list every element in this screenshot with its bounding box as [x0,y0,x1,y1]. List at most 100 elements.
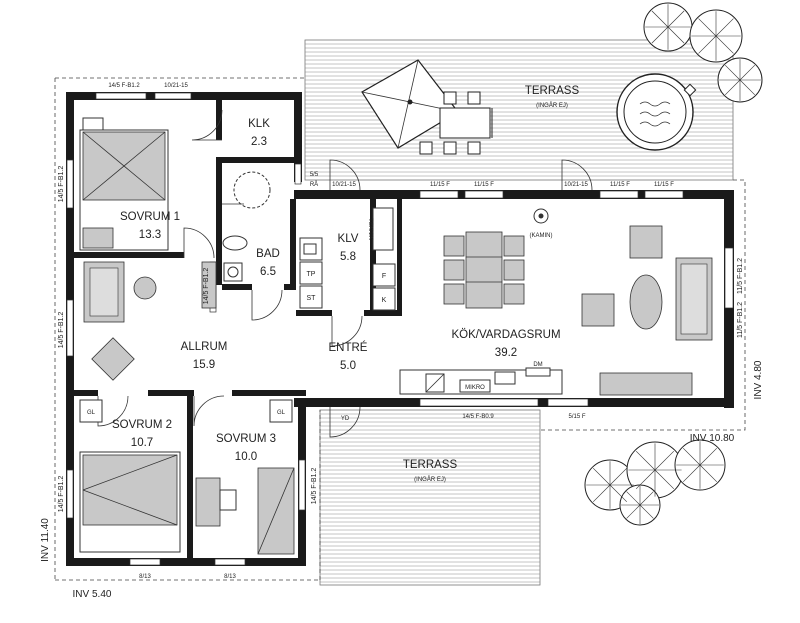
tree-spoke [715,18,734,37]
wl-mid-right: 14/5 F-B1.2 [203,268,210,305]
wl-55: 5/5 [310,172,319,178]
label-gl-sovrum3: GL [277,410,286,416]
room-entre-name: ENTRÉ [329,341,368,354]
room-entre-area: 5.0 [340,360,356,372]
wl-right1: 11/5 F-B1.2 [737,258,744,294]
tree-spoke [635,450,656,471]
label-dm: DM [533,362,542,368]
terrace-bottom-name: TERRASS [403,459,458,471]
room-sovrum1-name: SOVRUM 1 [120,211,180,223]
label-kamin: (KAMIN) [530,233,553,239]
tree-spoke [609,484,628,503]
room-sovrum3-area: 10.0 [235,451,257,463]
room-labels: KLK 2.3 SOVRUM 1 13.3 BAD 6.5 KLV 5.8 AL… [112,85,580,483]
tree-spoke [609,467,628,486]
room-bad-name: BAD [256,248,280,260]
wl-813a: 8/13 [139,574,151,580]
tree-spoke [626,504,641,519]
room-sovrum2-name: SOVRUM 2 [112,419,172,431]
label-tp: TP [307,271,316,278]
room-sovrum1-area: 13.3 [139,229,161,241]
dim-inv-1140: INV 11.40 [40,518,51,562]
label-teknik: TEKNIK [367,218,373,240]
room-klv-name: KLV [338,233,359,245]
label-mikro: MIKRO [465,385,485,391]
wl-terrace-door: 10/21-15 [564,182,588,188]
tree-spoke [739,65,755,81]
tree-spoke [639,491,654,506]
wl-right2: 11/5 F-B1.2 [737,302,744,338]
room-kok-name: KÖK/VARDAGSRUM [451,329,560,341]
outdoor-dining-table [419,91,493,155]
tree-spoke [682,447,701,466]
label-k: K [382,297,387,304]
bath-fixtures [222,171,323,309]
wl-left1: 14/5 F-B1.2 [58,166,65,203]
wl-sov3-right: 14/5 F-B1.2 [311,468,318,505]
tree-spoke [698,18,717,37]
wl-entry-top: 10/21-15 [332,182,356,188]
tree-spoke [725,65,741,81]
tree-spoke [651,26,669,44]
tree-spoke [698,35,717,54]
dimensions: INV 4.80 INV 10.80 INV 11.40 INV 5.40 [40,360,764,600]
hot-tub [616,73,697,151]
label-gl-sovrum2: GL [87,410,96,416]
wl-top2: 10/21-15 [164,83,188,89]
wl-bottom-kok: 14/5 F-B0.9 [462,414,494,420]
tree-spoke [715,35,734,54]
fireplace [533,208,549,224]
room-allrum-name: ALLRUM [181,341,228,353]
tree-spoke [651,10,669,28]
wl-left3: 14/5 F-B1.2 [58,476,65,513]
tree-spoke [654,450,675,471]
terrace-bottom-note: (INGÅR EJ) [414,476,446,483]
tree-spoke [635,469,656,490]
room-allrum-area: 15.9 [193,359,215,371]
tree-spoke [699,447,718,466]
tree-spoke [592,467,611,486]
dim-inv-480: INV 4.80 [753,360,764,399]
wl-1115b: 11/15 F [474,182,494,188]
room-sovrum2-area: 10.7 [131,437,153,449]
sofa-allrum [83,261,217,381]
tree-spoke [699,464,718,483]
tree-spoke [725,79,741,95]
room-kok-area: 39.2 [495,347,517,359]
dining-table [443,231,525,309]
wl-813b: 8/13 [224,574,236,580]
wl-top1: 14/5 F-B1.2 [108,83,140,89]
sovrum3-furniture [195,399,295,555]
dim-inv-1080: INV 10.80 [690,433,735,444]
kitchen-counter [399,367,563,395]
dim-inv-540: INV 5.40 [73,589,112,600]
parasol [361,59,459,149]
room-klk-area: 2.3 [251,136,267,148]
label-yd: YD [341,416,350,422]
tree-spoke [639,504,654,519]
living-furniture [581,225,713,396]
wl-ra: RÅ [310,181,318,188]
room-klv-area: 5.8 [340,251,356,263]
tree-spoke [626,491,641,506]
label-st: ST [307,295,317,302]
furniture [79,117,713,555]
room-sovrum3-name: SOVRUM 3 [216,433,276,445]
dashed-boundary [54,77,746,581]
tree-spoke [654,469,675,490]
wl-515: 5/15 F [568,414,585,420]
terrace-bottom-deck [319,409,541,586]
tree-spoke [667,10,685,28]
room-klk-name: KLK [248,118,270,130]
doors [97,109,593,438]
label-f: F [382,273,386,280]
wl-1115a: 11/15 F [430,182,450,188]
bed-sovrum2 [79,399,181,553]
tree-spoke [592,484,611,503]
tree-spoke [739,79,755,95]
window-labels: 14/5 F-B1.2 10/21-15 5/5 RÅ 10/21-15 11/… [58,83,744,580]
klv-fixtures [372,207,396,311]
wl-left2: 14/5 F-B1.2 [58,312,65,349]
bed-sovrum1 [79,117,169,251]
